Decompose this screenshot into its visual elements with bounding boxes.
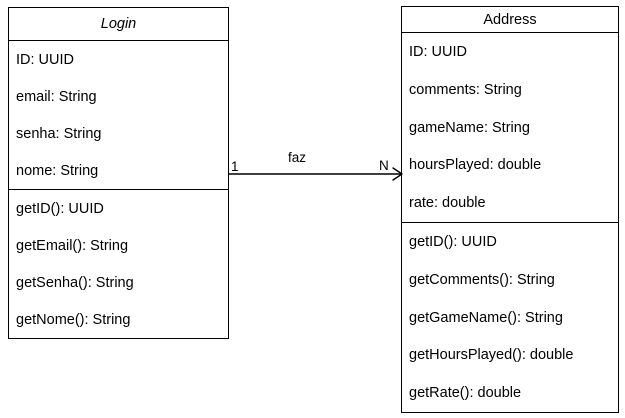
class-title-login: Login (9, 8, 228, 41)
association-edge[interactable] (228, 150, 404, 190)
attribute-row: ID: UUID (16, 51, 74, 68)
attributes-compartment-login: ID: UUID email: String senha: String nom… (9, 41, 228, 189)
uml-class-address[interactable]: Address ID: UUID comments: String gameNa… (401, 6, 619, 413)
method-row: getComments(): String (409, 271, 555, 288)
attributes-compartment-address: ID: UUID comments: String gameName: Stri… (402, 33, 618, 222)
method-row: getEmail(): String (16, 237, 129, 254)
association-label: faz (288, 150, 307, 165)
methods-compartment-login: getID(): UUID getEmail(): String getSenh… (9, 189, 228, 338)
method-row: getGameName(): String (409, 309, 563, 326)
method-row: getSenha(): String (16, 274, 134, 291)
attribute-row: comments: String (409, 81, 522, 98)
method-row: getID(): UUID (16, 200, 104, 217)
attribute-row: senha: String (16, 125, 102, 142)
method-row: getNome(): String (16, 311, 131, 328)
attribute-row: email: String (16, 88, 97, 105)
method-row: getRate(): double (409, 385, 522, 402)
attribute-row: rate: double (409, 195, 486, 212)
association-source-multiplicity: 1 (231, 159, 239, 174)
attribute-row: nome: String (16, 162, 99, 179)
methods-compartment-address: getID(): UUID getComments(): String getG… (402, 222, 618, 412)
uml-class-login[interactable]: Login ID: UUID email: String senha: Stri… (8, 7, 229, 339)
method-row: getHoursPlayed(): double (409, 347, 574, 364)
attribute-row: ID: UUID (409, 43, 467, 60)
attribute-row: gameName: String (409, 119, 530, 136)
open-arrow-right-icon (392, 167, 403, 181)
association-target-multiplicity: N (379, 158, 389, 173)
attribute-row: hoursPlayed: double (409, 157, 542, 174)
class-title-address: Address (402, 7, 618, 34)
method-row: getID(): UUID (409, 233, 497, 250)
